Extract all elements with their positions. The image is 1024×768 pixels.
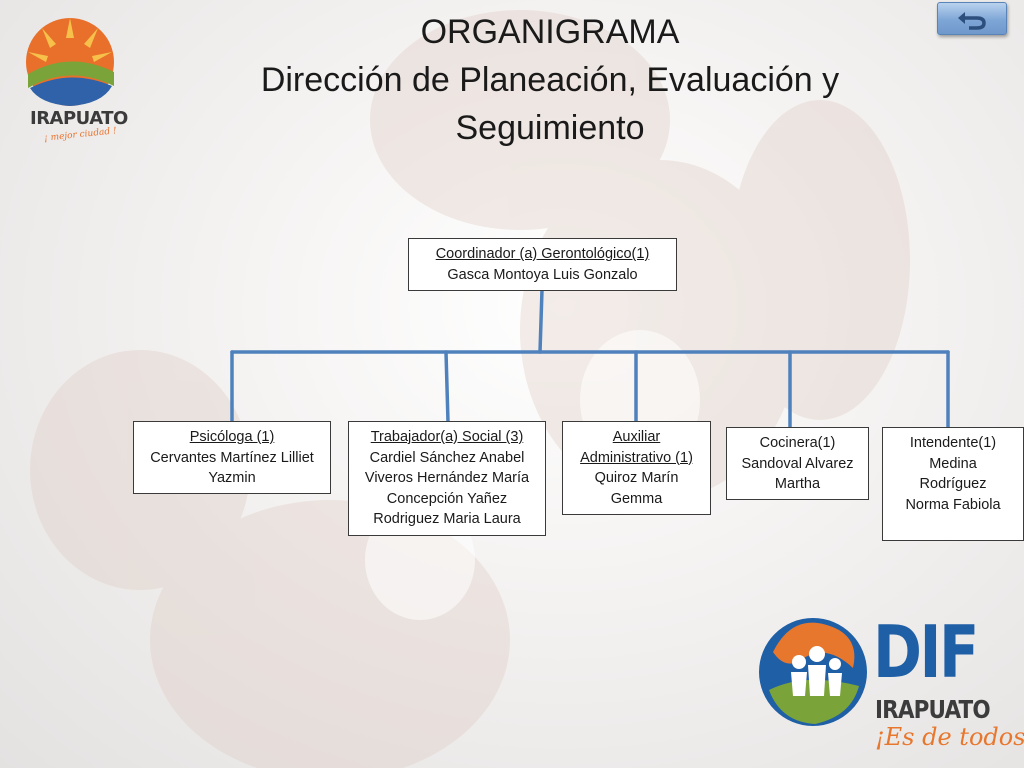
- irapuato-logo: IRAPUATO ¡ mejor ciudad !: [22, 12, 132, 149]
- org-node-intendente: Intendente(1) Medina Rodríguez Norma Fab…: [882, 427, 1024, 541]
- node-role-continued: Administrativo (1): [580, 449, 693, 466]
- node-role: Psicóloga (1): [189, 429, 275, 445]
- node-role: Trabajador(a) Social (3): [370, 429, 524, 445]
- connector-trunk: [538, 288, 544, 354]
- node-name: Concepción Yañez: [386, 490, 508, 507]
- org-node-cocinera: Cocinera(1) Sandoval Alvarez Martha: [726, 427, 869, 500]
- return-arrow-icon: [958, 11, 986, 30]
- node-name: Rodríguez: [919, 476, 987, 492]
- node-name: Gasca Montoya Luis Gonzalo: [447, 266, 638, 283]
- dif-logo-city: IRAPUATO: [875, 695, 991, 724]
- node-name: Quiroz Marín: [594, 470, 679, 486]
- connector-drop-2: [444, 350, 450, 424]
- title-line-2: Dirección de Planeación, Evaluación y: [260, 61, 840, 99]
- title-line-3: Seguimiento: [455, 109, 645, 147]
- node-name: Viveros Hernández María: [364, 470, 530, 486]
- node-name: Yazmin: [208, 470, 256, 486]
- org-node-auxiliar: Auxiliar Administrativo (1) Quiroz Marín…: [562, 421, 711, 515]
- node-name: Gemma: [610, 490, 663, 507]
- org-node-trabajador-social: Trabajador(a) Social (3) Cardiel Sánchez…: [348, 421, 546, 536]
- node-name: Cervantes Martínez Lilliet: [150, 449, 314, 466]
- org-node-psicologa: Psicóloga (1) Cervantes Martínez Lilliet…: [133, 421, 331, 494]
- node-role: Coordinador (a) Gerontológico(1): [435, 246, 650, 262]
- node-name: Rodriguez Maria Laura: [373, 511, 521, 527]
- dif-logo-name: DIF: [873, 610, 979, 694]
- node-name: Sandoval Alvarez: [741, 455, 854, 472]
- node-name: Norma Fabiola: [905, 496, 1001, 513]
- page-title: ORGANIGRAMA Dirección de Planeación, Eva…: [200, 8, 900, 152]
- dif-logo-slogan: ¡Es de todos!: [875, 723, 1024, 751]
- irapuato-logo-name: IRAPUATO: [30, 108, 128, 129]
- node-role: Cocinera(1): [759, 435, 836, 451]
- back-button[interactable]: [937, 2, 1007, 35]
- title-line-1: ORGANIGRAMA: [420, 13, 680, 51]
- node-role: Intendente(1): [909, 435, 997, 451]
- node-name: Medina: [929, 455, 977, 472]
- node-role: Auxiliar: [612, 429, 661, 445]
- node-name: Cardiel Sánchez Anabel: [369, 449, 525, 466]
- node-name: Martha: [774, 476, 821, 492]
- dif-irapuato-logo: DIF IRAPUATO ¡Es de todos!: [755, 610, 1024, 767]
- org-node-coordinator: Coordinador (a) Gerontológico(1) Gasca M…: [408, 238, 677, 291]
